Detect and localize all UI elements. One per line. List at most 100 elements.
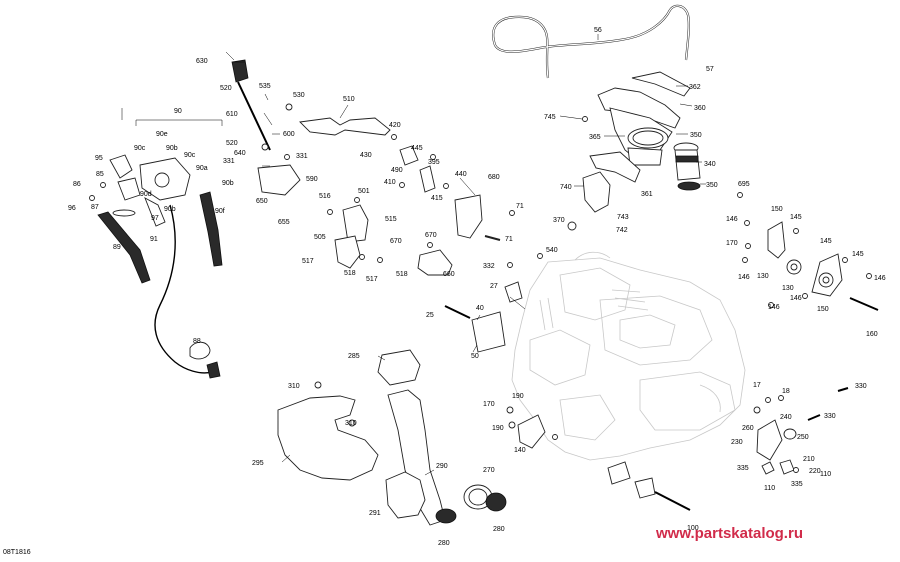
callout-742: 742 — [616, 227, 628, 234]
callout-18: 18 — [782, 388, 790, 395]
callout-96: 96 — [68, 205, 76, 212]
callout-445: 445 — [411, 145, 423, 152]
callout-695: 695 — [738, 181, 750, 188]
callout-340: 340 — [704, 161, 716, 168]
callout-650: 650 — [256, 198, 268, 205]
bracket-group-center — [327, 194, 543, 276]
callout-71-a: 71 — [516, 203, 524, 210]
callout-310-a: 310 — [288, 383, 300, 390]
callout-740: 740 — [560, 184, 572, 191]
callout-145-a: 145 — [790, 214, 802, 221]
callout-285: 285 — [348, 353, 360, 360]
engine-block-ghost — [511, 251, 746, 461]
callout-130-a: 130 — [757, 273, 769, 280]
callout-145-c: 145 — [852, 251, 864, 258]
callout-440: 440 — [455, 171, 467, 178]
linkage-group — [391, 134, 449, 193]
callout-170: 170 — [726, 240, 738, 247]
callout-680: 680 — [488, 174, 500, 181]
callout-330-a: 330 — [855, 383, 867, 390]
callout-87: 87 — [91, 204, 99, 211]
callout-190-a: 190 — [512, 393, 524, 400]
lower-center-parts — [444, 281, 691, 511]
callout-350-lower: 350 — [706, 182, 718, 189]
callout-600: 600 — [283, 131, 295, 138]
callout-40: 40 — [476, 305, 484, 312]
callout-90c-2: 90c — [184, 152, 196, 159]
callout-630: 630 — [196, 58, 208, 65]
throttle-body-90 — [89, 119, 223, 379]
callout-labels: 56 57 362 360 745 365 350 340 350 361 74… — [68, 27, 886, 547]
callout-331-a: 331 — [223, 158, 235, 165]
callout-520-upper: 520 — [220, 85, 232, 92]
callout-540: 540 — [546, 247, 558, 254]
callout-146-c: 146 — [874, 275, 886, 282]
callout-130-b: 130 — [782, 285, 794, 292]
callout-350-upper: 350 — [690, 132, 702, 139]
callout-90b-3: 90b — [164, 206, 176, 213]
intake-assembly — [567, 71, 701, 231]
callout-90b-2: 90b — [222, 180, 234, 187]
callout-146-e: 146 — [790, 295, 802, 302]
callout-27: 27 — [490, 283, 498, 290]
callout-640: 640 — [234, 150, 246, 157]
callout-510: 510 — [343, 96, 355, 103]
callout-85: 85 — [96, 171, 104, 178]
callout-90f: 90f — [215, 208, 225, 215]
callout-362: 362 — [689, 84, 701, 91]
callout-146-d: 146 — [768, 304, 780, 311]
callout-260: 260 — [742, 425, 754, 432]
callout-71-b: 71 — [505, 236, 513, 243]
throttle-lever-group — [231, 59, 391, 196]
callout-91: 91 — [150, 236, 158, 243]
right-lower-parts — [753, 387, 849, 475]
callout-430: 430 — [360, 152, 372, 159]
callout-150-lower: 150 — [817, 306, 829, 313]
callout-360: 360 — [694, 105, 706, 112]
callout-370: 370 — [553, 217, 565, 224]
callout-160: 160 — [866, 331, 878, 338]
callout-520-lower: 520 — [226, 140, 238, 147]
diagram-code: 08T1816 — [3, 549, 31, 556]
callout-230: 230 — [731, 439, 743, 446]
callout-89: 89 — [113, 244, 121, 251]
breather-hose-56 — [492, 4, 690, 79]
air-duct-group — [277, 349, 507, 526]
callout-57: 57 — [706, 66, 714, 73]
callout-90b: 90b — [166, 145, 178, 152]
callout-280-a: 280 — [438, 540, 450, 547]
callout-501: 501 — [358, 188, 370, 195]
callout-295: 295 — [252, 460, 264, 467]
callout-515: 515 — [385, 216, 397, 223]
callout-365: 365 — [589, 134, 601, 141]
callout-517-a: 517 — [302, 258, 314, 265]
callout-743: 743 — [617, 214, 629, 221]
callout-210: 210 — [803, 456, 815, 463]
callout-291: 291 — [369, 510, 381, 517]
callout-415: 415 — [431, 195, 443, 202]
callout-745: 745 — [544, 114, 556, 121]
callout-518-a: 518 — [344, 270, 356, 277]
callout-17: 17 — [753, 382, 761, 389]
callout-56: 56 — [594, 27, 602, 34]
callout-90c: 90c — [134, 145, 146, 152]
callout-290: 290 — [436, 463, 448, 470]
callout-90e: 90e — [156, 131, 168, 138]
callout-505: 505 — [314, 234, 326, 241]
callout-86: 86 — [73, 181, 81, 188]
callout-110-a: 110 — [764, 485, 775, 492]
callout-90a: 90a — [196, 165, 208, 172]
callout-410: 410 — [384, 179, 396, 186]
callout-240: 240 — [780, 414, 792, 421]
callout-670-a: 670 — [390, 238, 402, 245]
callout-335-a: 335 — [737, 465, 749, 472]
callout-250: 250 — [797, 434, 809, 441]
callout-610: 610 — [226, 111, 238, 118]
callout-146-a: 146 — [726, 216, 738, 223]
callout-50: 50 — [471, 353, 479, 360]
callout-90d: 90d — [140, 191, 152, 198]
right-bracket-group — [737, 192, 879, 311]
callout-330-b: 330 — [824, 413, 836, 420]
callout-517-b: 517 — [366, 276, 378, 283]
callout-395: 395 — [428, 159, 440, 166]
